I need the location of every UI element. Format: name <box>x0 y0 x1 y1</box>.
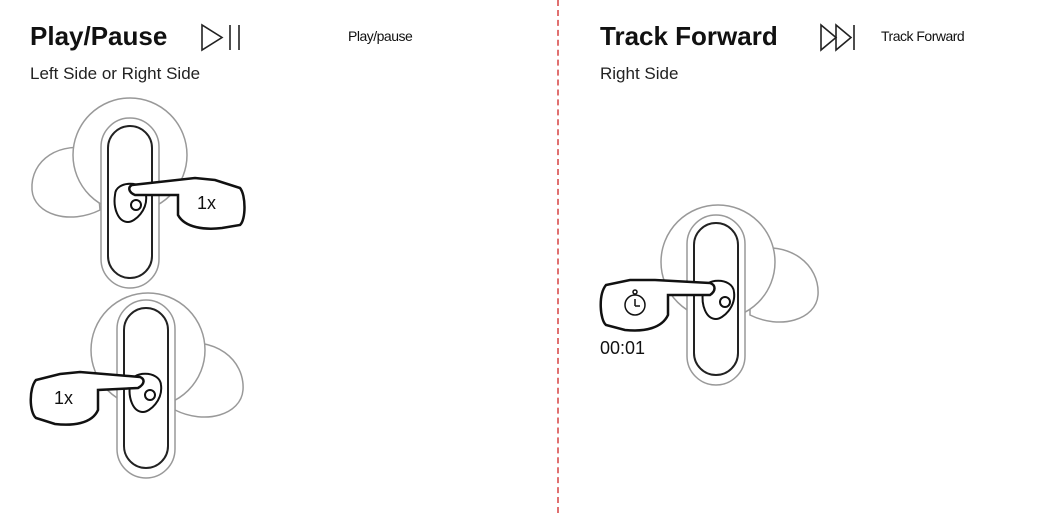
track-forward-title: Track Forward <box>600 21 778 51</box>
play-pause-title: Play/Pause <box>30 21 168 51</box>
tap-count-top: 1x <box>197 193 217 213</box>
play-pause-subtitle: Left Side or Right Side <box>30 64 201 83</box>
stopwatch-icon <box>624 289 646 316</box>
finger-hand-icon <box>599 278 716 332</box>
play-pause-label: Play/pause <box>348 28 413 44</box>
track-forward-subtitle: Right Side <box>600 64 679 83</box>
track-forward-icon <box>820 23 855 52</box>
play-pause-icon <box>201 23 240 52</box>
tap-count-bottom: 1x <box>54 388 74 408</box>
track-forward-label: Track Forward <box>881 28 965 44</box>
section-divider <box>557 0 559 513</box>
finger-hand-icon <box>29 370 145 426</box>
finger-hand-icon <box>128 176 246 230</box>
hold-time: 00:01 <box>600 338 646 358</box>
